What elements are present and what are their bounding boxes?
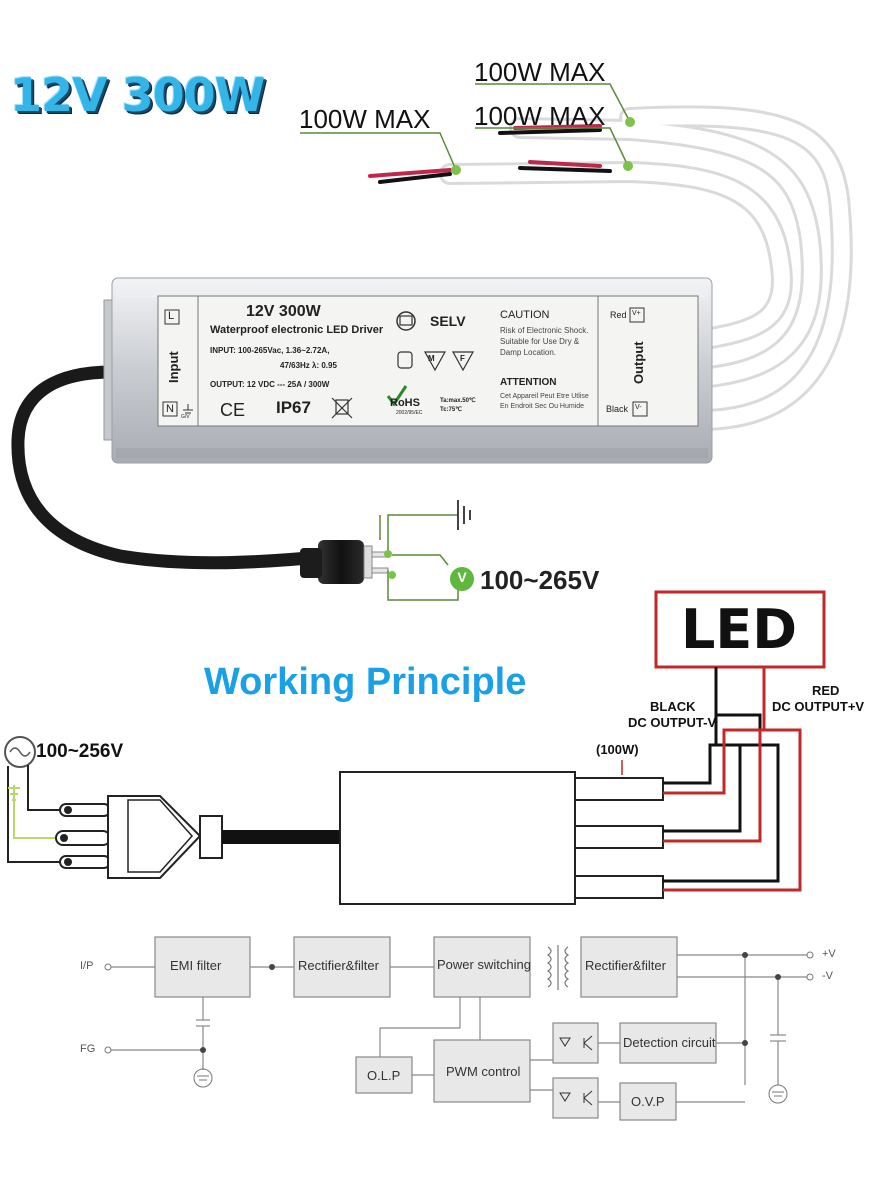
rohs-label: RoHS xyxy=(390,397,420,409)
emi-filter-block: EMI filter xyxy=(170,958,222,973)
f-mark-icon xyxy=(451,351,475,372)
olp-block: O.L.P xyxy=(367,1068,401,1083)
rohs-code: 2002/95/EC xyxy=(396,410,423,416)
caution-text-3: Damp Location. xyxy=(500,348,557,357)
product-title: 12V 300W xyxy=(10,68,265,122)
callout-middle: 100W MAX xyxy=(474,101,606,131)
lamp-icon xyxy=(397,351,413,369)
led-driver xyxy=(103,277,713,464)
red-terminal: V+ xyxy=(632,310,641,317)
plus-v-label: +V xyxy=(822,948,836,960)
tc: Tc:75℃ xyxy=(440,407,462,413)
f-mark: F xyxy=(460,354,465,363)
output-spec: OUTPUT: 12 VDC --- 25A / 300W xyxy=(210,380,330,389)
black-label-2: DC OUTPUT-V xyxy=(628,715,717,730)
callout-left: 100W MAX xyxy=(299,104,431,134)
terminal-n: N xyxy=(166,403,174,415)
power-switching-block: Power switching xyxy=(437,957,531,972)
driver-subtitle: Waterproof electronic LED Driver xyxy=(210,324,384,336)
section-title: Working Principle xyxy=(204,661,527,703)
rectifier-block-1: Rectifier&filter xyxy=(298,958,379,973)
class-ii-icon xyxy=(396,311,416,331)
led-box-label: LED xyxy=(681,598,798,661)
output-label: Output xyxy=(631,341,646,384)
block-boxes xyxy=(154,936,717,1121)
m-mark: M xyxy=(428,354,435,363)
callout-dots xyxy=(451,117,635,175)
plug xyxy=(300,540,389,584)
wiring-schematic xyxy=(4,667,802,905)
red-label-2: DC OUTPUT+V xyxy=(772,699,865,714)
fg-label: FG xyxy=(80,1043,96,1055)
attention-text-2: En Endroit Sec Ou Humide xyxy=(500,403,585,410)
earth-symbol xyxy=(457,500,471,530)
power-cord xyxy=(11,365,337,570)
ovp-block: O.V.P xyxy=(631,1094,665,1109)
attention-text-1: Cet Appareil Peut Etre Utlise xyxy=(500,393,589,400)
plug-wiring xyxy=(379,514,459,601)
callout-top: 100W MAX xyxy=(474,57,606,87)
m-mark-icon xyxy=(423,351,447,372)
voltage-icon xyxy=(450,567,474,591)
detection-circuit-block: Detection circuit xyxy=(623,1035,716,1050)
input-voltage: 100~256V xyxy=(36,741,124,762)
callout-lines xyxy=(300,83,631,171)
block-diagram xyxy=(108,945,810,1103)
pwm-control-block: PWM control xyxy=(446,1064,521,1079)
caution-text-2: Suitable for Use Dry & xyxy=(500,337,580,346)
driver-title: 12V 300W xyxy=(246,303,321,320)
voltage-icon-letter: V xyxy=(457,569,467,585)
black-label: Black xyxy=(606,404,629,414)
ce-mark: CE xyxy=(220,400,246,420)
ground-icon xyxy=(183,404,193,414)
plug-voltage: 100~265V xyxy=(480,565,600,595)
minus-v-label: -V xyxy=(822,970,833,982)
terminal-l: L xyxy=(168,310,175,322)
input-spec-1: INPUT: 100-265Vac, 1.36~2.72A, xyxy=(210,346,330,355)
earth-symbols xyxy=(193,1068,788,1104)
weee-bin-icon xyxy=(331,397,353,419)
ip-rating: IP67 xyxy=(276,398,311,417)
selv-label: SELV xyxy=(430,313,466,329)
ta-max: Ta:max.50℃ xyxy=(440,398,476,404)
input-label: Input xyxy=(166,351,181,383)
red-label-1: RED xyxy=(812,683,840,698)
caution-text-1: Risk of Electronic Shock. xyxy=(500,326,589,335)
rectifier-block-2: Rectifier&filter xyxy=(585,958,666,973)
optocoupler-icons xyxy=(559,1035,593,1106)
attention-title: ATTENTION xyxy=(500,377,557,388)
terminal-gv: G/V xyxy=(181,414,190,420)
ip-label: I/P xyxy=(80,960,94,972)
led-box xyxy=(654,590,826,669)
caution-title: CAUTION xyxy=(500,309,550,321)
input-spec-2: 47/63Hz λ: 0.95 xyxy=(280,361,337,370)
black-label-1: BLACK xyxy=(650,699,696,714)
red-label: Red xyxy=(610,310,627,320)
load-label: (100W) xyxy=(596,742,639,757)
rohs-check-icon xyxy=(386,385,408,407)
black-terminal: V- xyxy=(635,404,642,411)
